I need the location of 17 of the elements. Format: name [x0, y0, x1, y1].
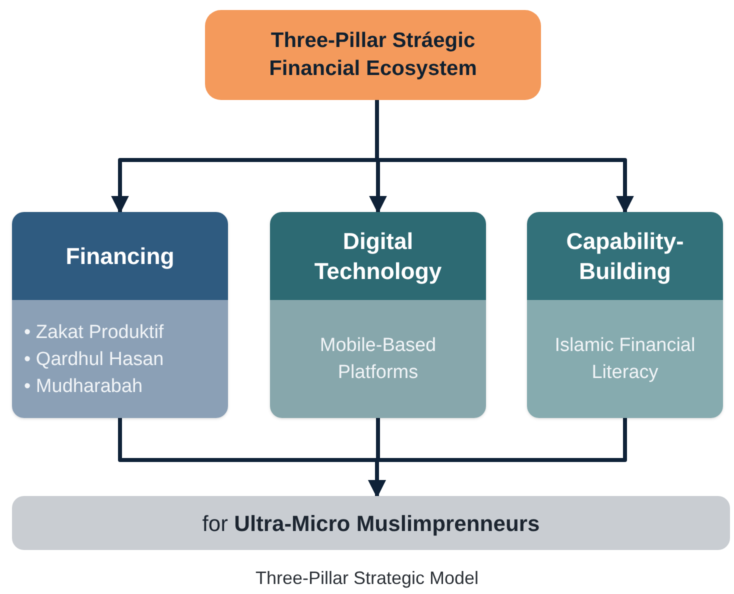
- pillar-card: [527, 212, 723, 418]
- caption: Three-Pillar Strategic Model: [255, 567, 479, 590]
- pillar-heading: Digital Technology: [313, 227, 443, 286]
- pillar-card: [12, 212, 228, 418]
- pillar-heading: Capability-Building: [565, 227, 685, 286]
- list-item: • Qardhul Hasan: [24, 348, 164, 372]
- title-box: [205, 10, 541, 100]
- target-bar: [12, 496, 730, 550]
- pillar-card: [270, 212, 486, 418]
- list-item: • Zakat Produktif: [24, 320, 164, 344]
- pillar-heading: Financing: [66, 242, 174, 271]
- target-text: for Ultra-Micro Muslimprenneurs: [202, 510, 540, 538]
- connector-arrow: [375, 100, 634, 214]
- list-item: • Mudharabah: [24, 374, 143, 398]
- title-text: Three-Pillar Stráegic Financial Ecosystem: [268, 28, 478, 82]
- pillar-description: Islamic Financial Literacy: [554, 334, 696, 385]
- pillar-description: Mobile-Based Platforms: [318, 334, 438, 385]
